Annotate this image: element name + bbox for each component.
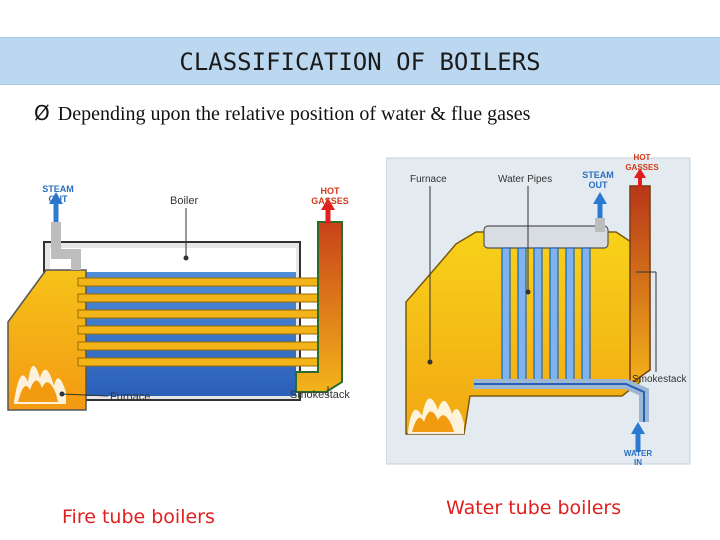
fire-smokestack-label: Smokestack [290,389,350,401]
water-pipes [501,247,591,387]
bullet-text: Depending upon the relative position of … [57,103,531,125]
bullet-point: Ø Depending upon the relative position of… [34,101,530,126]
fire-hot-gasses-label-1: HOT [321,186,341,196]
water-hot-gasses-label-1: HOT [634,153,651,162]
water-in-label-1: WATER [624,449,653,458]
fire-tube-caption: Fire tube boilers [62,506,215,528]
fire-boiler-label: Boiler [170,195,198,207]
fire-furnace-label: Furnace [110,391,150,403]
water-tube-boiler-diagram: Furnace Water Pipes STEAM OUT HOT GASSES… [386,153,691,467]
water-pipes-label: Water Pipes [498,174,552,185]
bullet-arrow-icon: Ø [34,101,50,125]
water-furnace-label: Furnace [410,174,447,185]
fire-tube-boiler-diagram: STEAM OUT Boiler HOT GASSES Furnace Smok… [7,184,350,411]
fire-steam-out-label-2: OUT [49,194,69,204]
water-tube-caption: Water tube boilers [446,497,622,519]
water-smokestack-label: Smokestack [632,374,687,385]
fire-steam-out-label-1: STEAM [42,184,74,194]
fire-hot-gasses-label-2: GASSES [311,196,349,206]
title-bar: CLASSIFICATION OF BOILERS [0,37,720,85]
water-steam-out-label-1: STEAM [582,170,614,180]
water-hot-gasses-label-2: GASSES [625,163,659,172]
water-steam-out-label-2: OUT [589,180,609,190]
water-in-label-2: IN [634,458,642,467]
slide-title: CLASSIFICATION OF BOILERS [179,48,541,76]
